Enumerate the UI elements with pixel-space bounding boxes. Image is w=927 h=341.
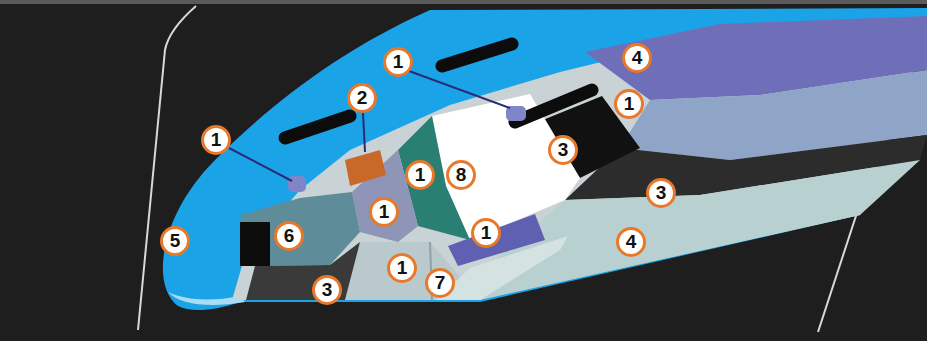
callout-number: 3	[646, 178, 676, 208]
callout-number: 2	[347, 83, 377, 113]
callout-number: 3	[312, 275, 342, 305]
callout-number: 7	[425, 268, 455, 298]
callout-number: 1	[471, 218, 501, 248]
callout-number: 1	[383, 47, 413, 77]
callout-number: 6	[274, 221, 304, 251]
callout-number: 4	[622, 43, 652, 73]
callout-number: 1	[614, 89, 644, 119]
callout-number: 1	[387, 253, 417, 283]
callout-number: 5	[160, 226, 190, 256]
callout-number: 8	[446, 160, 476, 190]
callout-number: 1	[369, 197, 399, 227]
callout-number: 1	[201, 125, 231, 155]
callout-number: 1	[405, 160, 435, 190]
callout-number: 3	[548, 135, 578, 165]
callout-number: 4	[616, 227, 646, 257]
